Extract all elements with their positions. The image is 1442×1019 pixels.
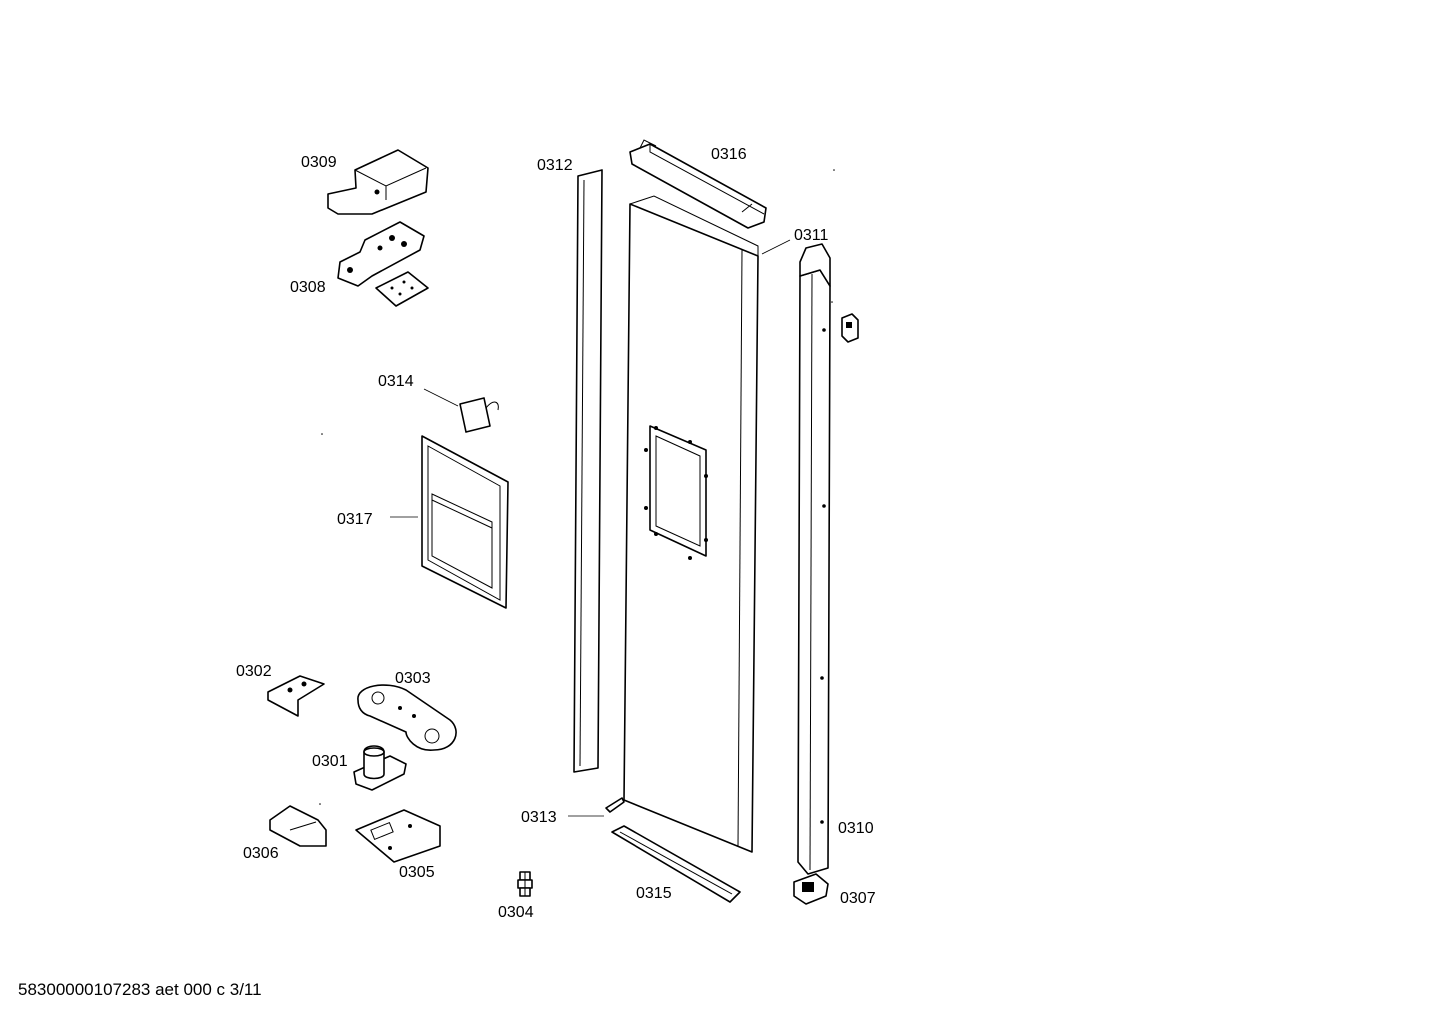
part-label-0308: 0308 <box>290 279 326 296</box>
part-0303-lower-hinge[interactable] <box>357 684 457 751</box>
part-0308-hinge-plate[interactable] <box>337 221 429 307</box>
part-label-0314: 0314 <box>378 373 414 390</box>
part-0316-top-trim[interactable] <box>629 139 767 229</box>
part-label-0303: 0303 <box>395 670 431 687</box>
part-0305-mounting-plate[interactable] <box>355 809 441 863</box>
part-0313-strip[interactable] <box>568 797 625 817</box>
part-clip-upper-right[interactable] <box>841 313 859 343</box>
part-0304-screw[interactable] <box>517 871 533 897</box>
part-0314-small-cover[interactable] <box>423 388 499 433</box>
part-label-0315: 0315 <box>636 885 672 902</box>
part-label-0302: 0302 <box>236 663 272 680</box>
part-label-0301: 0301 <box>312 753 348 770</box>
part-label-0307: 0307 <box>840 890 876 907</box>
part-0312-door-gasket[interactable] <box>573 169 603 773</box>
part-0311-door-panel[interactable] <box>623 195 759 853</box>
part-label-0311: 0311 <box>794 227 829 244</box>
part-label-0316: 0316 <box>711 146 747 163</box>
part-0307-end-cap[interactable] <box>793 873 829 905</box>
part-label-0310: 0310 <box>838 820 874 837</box>
part-label-0306: 0306 <box>243 845 279 862</box>
document-code: 58300000107283 aet 000 c 3/11 <box>18 980 262 999</box>
artifact-dot <box>319 803 321 805</box>
artifact-dot <box>833 169 835 171</box>
part-label-0312: 0312 <box>537 157 573 174</box>
part-label-0305: 0305 <box>399 864 435 881</box>
part-0306-clip[interactable] <box>269 805 327 847</box>
part-label-0317: 0317 <box>337 511 373 528</box>
part-0301-pin[interactable] <box>353 745 407 791</box>
part-0302-bracket[interactable] <box>267 675 325 717</box>
part-label-0313: 0313 <box>521 809 557 826</box>
artifact-dot <box>321 433 323 435</box>
part-label-0304: 0304 <box>498 904 534 921</box>
part-label-0309: 0309 <box>301 154 337 171</box>
part-0315-bottom-trim[interactable] <box>611 825 741 903</box>
part-0310-side-profile[interactable] <box>797 243 831 875</box>
leader-0311 <box>761 239 791 255</box>
artifact-dot <box>831 301 833 303</box>
part-0317-dispenser-frame[interactable] <box>421 435 509 609</box>
part-0309-hinge-cover[interactable] <box>327 149 429 215</box>
